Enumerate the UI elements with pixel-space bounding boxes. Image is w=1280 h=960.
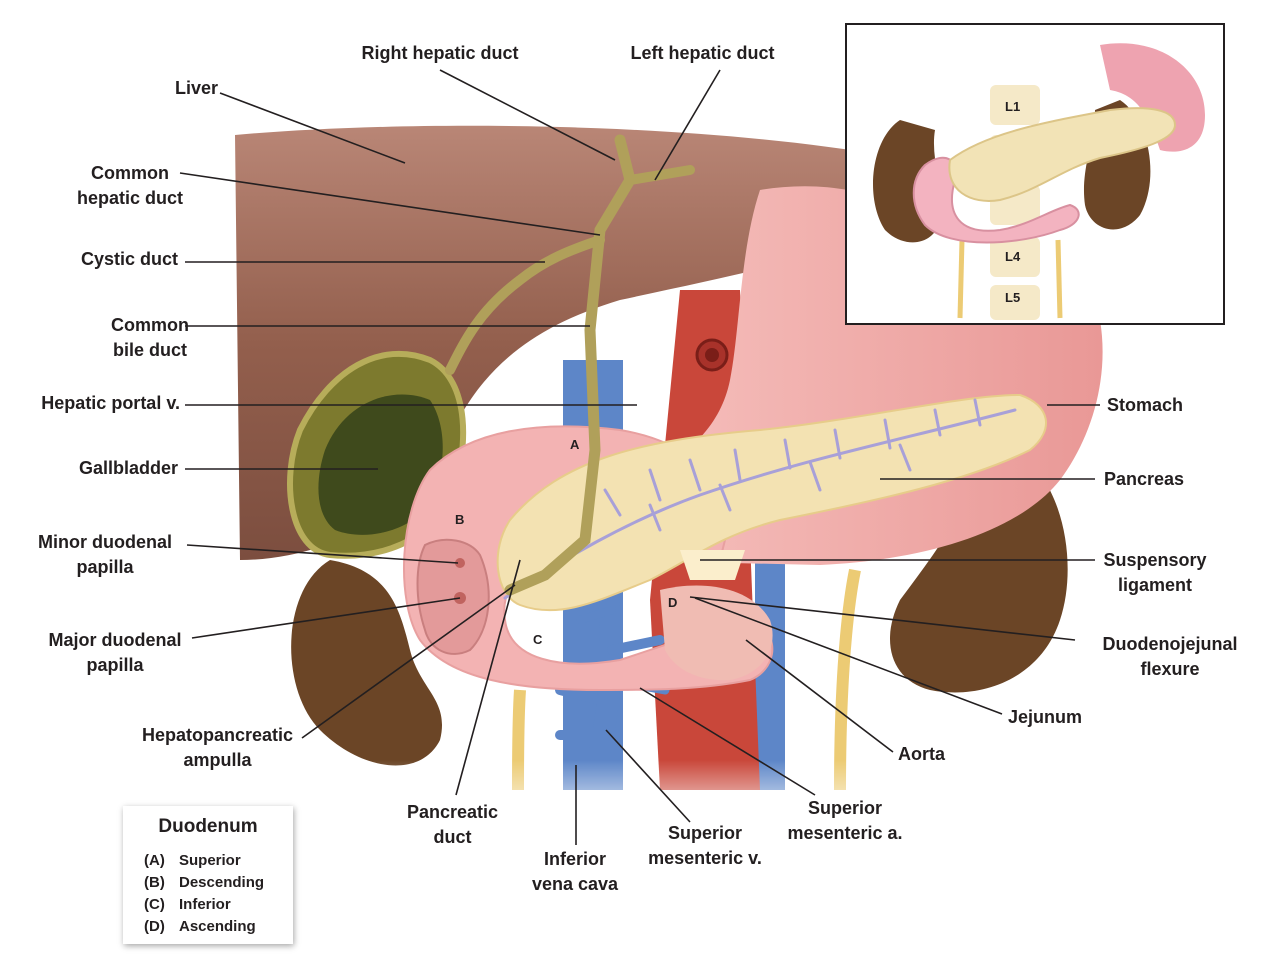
legend-value: Inferior: [179, 896, 231, 913]
inset-stomach: [1100, 43, 1205, 152]
biliary-tree: [445, 134, 695, 596]
legend-row: (B) Descending: [144, 874, 264, 891]
legend-value: Descending: [179, 874, 265, 891]
legend-key: (D): [144, 918, 165, 935]
legend-value: Superior: [179, 852, 241, 869]
label-right-hepatic-duct: Right hepatic duct: [361, 43, 519, 63]
label-aorta: Aorta: [898, 744, 946, 764]
legend-row: (D) Ascending: [144, 918, 256, 935]
label-stomach: Stomach: [1107, 395, 1184, 415]
papilla-window: [416, 538, 490, 655]
label-jejunum: Jejunum: [1008, 707, 1083, 727]
leader-lines: [179, 69, 1100, 845]
legend-key: (B): [144, 874, 165, 891]
label-gallbladder: Gallbladder: [78, 458, 178, 478]
segment-b: B: [455, 512, 465, 527]
label-liver: Liver: [174, 78, 218, 98]
label-hepatic-portal-v: Hepatic portal v.: [41, 393, 180, 413]
segment-a: A: [570, 437, 580, 452]
label-left-hepatic-duct: Left hepatic duct: [630, 43, 775, 63]
vertebra-l1: L1: [1005, 99, 1021, 114]
inset-panel: [845, 23, 1225, 325]
segment-d: D: [668, 595, 678, 610]
vertebra-l4: L4: [1005, 249, 1021, 264]
legend-key: (C): [144, 896, 165, 913]
duodenum-legend: Duodenum (A) Superior (B) Descending (C) In…: [123, 806, 293, 944]
legend-row: (C) Inferior: [144, 896, 231, 913]
pancreas: [496, 393, 1047, 612]
suspensory-ligament-shape: [680, 550, 745, 580]
vertebra-l5: L5: [1005, 290, 1021, 305]
right-kidney: [291, 560, 443, 766]
legend-value: Ascending: [179, 918, 256, 935]
label-pancreas: Pancreas: [1104, 469, 1185, 489]
legend-row: (A) Superior: [144, 852, 241, 869]
inset-pancreas: [948, 107, 1177, 202]
left-ureter: [834, 568, 861, 791]
legend-key: (A): [144, 852, 165, 869]
label-cystic-duct: Cystic duct: [80, 249, 178, 269]
legend-title: Duodenum: [158, 816, 258, 837]
segment-c: C: [533, 632, 543, 647]
